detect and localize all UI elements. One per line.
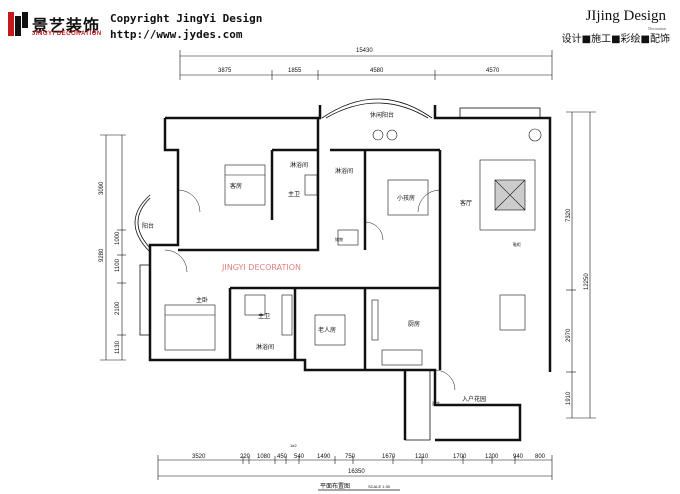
dim-top-2: 4580 <box>370 68 384 74</box>
room-bath-top: 淋浴间 <box>290 161 308 169</box>
logo-cn-text: 景艺装饰 <box>32 16 101 35</box>
brand-subtitle: Decoration <box>648 26 666 31</box>
dim-bottom-2: 1080 <box>257 454 271 460</box>
room-balcony: 阳台 <box>142 222 154 230</box>
dim-bottom-5: 1490 <box>317 454 331 460</box>
room-main-wc: 主卫 <box>288 190 300 198</box>
copyright-text: Copyright JingYi Design <box>110 12 263 25</box>
room-bath-top2: 淋浴间 <box>335 167 353 175</box>
room-living: 客厅 <box>460 199 472 207</box>
dim-bottom-1: 220 <box>240 454 251 460</box>
dim-bottom-total: 16350 <box>348 469 365 475</box>
dim-left-0: 3090 <box>99 181 105 195</box>
room-utility: 储物 <box>335 236 343 242</box>
room-small: 小孩房 <box>397 194 415 202</box>
dim-bottom-9: 1700 <box>453 454 467 460</box>
dim-right-0: 7320 <box>566 208 572 222</box>
dim-bottom-10: 1200 <box>485 454 499 460</box>
dim-bottom-11: 940 <box>513 454 524 460</box>
room-master-wc: 主卫 <box>258 312 270 320</box>
dim-bottom-6: 750 <box>345 454 356 460</box>
plan-title: 平面布置图 <box>320 482 350 490</box>
dim-bottom-7: 1670 <box>382 454 396 460</box>
dim-bottom-0: 3520 <box>192 454 206 460</box>
dim-left-2: 1100 <box>115 258 121 272</box>
dim-bottom-3: 450 <box>277 454 288 460</box>
room-kitchen: 厨房 <box>408 320 420 328</box>
dim-bottom-4: 540 <box>294 454 305 460</box>
dim-top-1: 1855 <box>288 68 302 74</box>
slogan-text: 设计■施工■彩绘■配饰 <box>561 34 670 45</box>
room-powder: 面盆 <box>432 400 440 406</box>
jingyi-logo-icon <box>8 12 28 36</box>
watermark-text: JINGYI DECORATION <box>221 263 301 272</box>
plan-scale: SCALE 1:30 <box>368 484 391 489</box>
dim-right-total: 12250 <box>584 273 590 290</box>
room-shoe: 鞋柜 <box>513 241 521 247</box>
brand-name: JIjing Design <box>585 8 666 24</box>
dim-top-3: 4570 <box>486 68 500 74</box>
dim-left-1: 1000 <box>115 231 121 245</box>
dim-left-4: 1130 <box>115 340 121 354</box>
room-entry-garden: 入户花园 <box>462 395 486 403</box>
dim-top-total: 15430 <box>356 48 373 54</box>
dim-bottom-12: 800 <box>535 454 546 460</box>
room-bath-bottom: 淋浴间 <box>256 343 274 351</box>
room-old: 老人房 <box>318 326 336 334</box>
room-leisure-balcony: 休闲阳台 <box>370 111 394 119</box>
dim-left-3: 2100 <box>115 301 121 315</box>
dim-top-0: 3875 <box>218 68 232 74</box>
dim-bottom-8: 1210 <box>415 454 429 460</box>
dim-left-total: 9280 <box>99 248 105 262</box>
dim-right-2: 1910 <box>566 391 572 405</box>
room-guest: 客房 <box>230 182 242 190</box>
dim-right-1: 2970 <box>566 328 572 342</box>
plan-note: 1#2 <box>290 443 297 448</box>
room-master-bed: 主卧 <box>196 296 208 304</box>
logo-en-text: JINGYI DECORATION <box>32 31 102 37</box>
website-link[interactable]: http://www.jydes.com <box>110 28 243 41</box>
